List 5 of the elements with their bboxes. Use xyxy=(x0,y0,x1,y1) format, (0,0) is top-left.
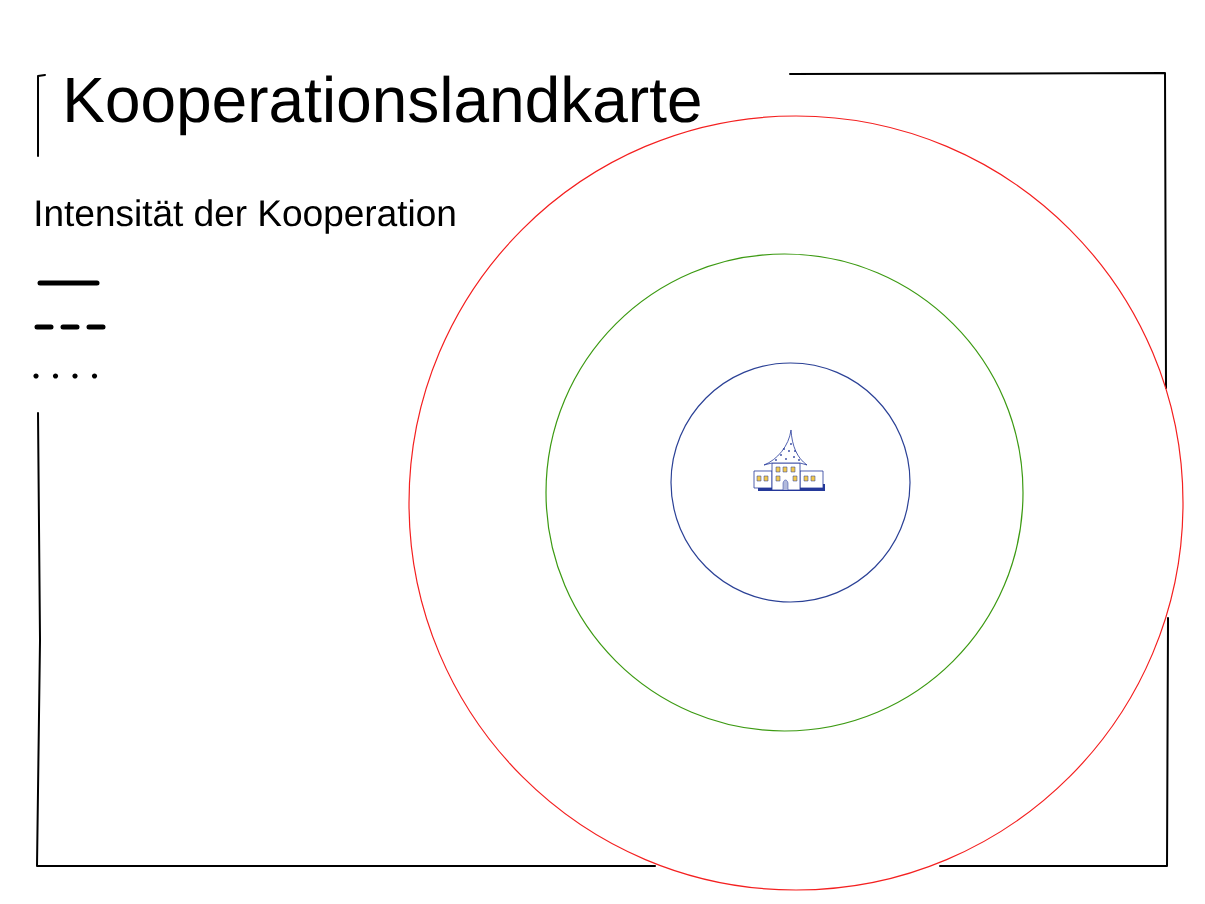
heading-text: Intensität der Kooperation xyxy=(36,199,455,234)
ring xyxy=(545,253,1024,732)
ring xyxy=(670,362,911,603)
title: Kooperationslandkarte xyxy=(67,75,700,136)
building-drawing xyxy=(753,429,825,491)
